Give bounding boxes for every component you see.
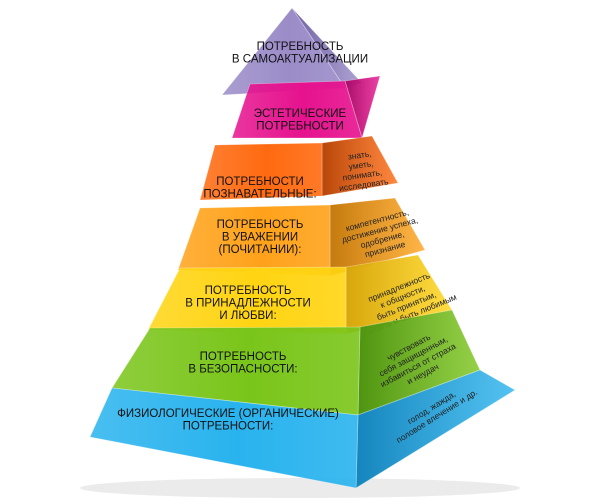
level-title-line: ЭСТЕТИЧЕСКИЕ	[254, 108, 347, 120]
pyramid-level-physiological: ФИЗИОЛОГИЧЕСКИЕ (ОРГАНИЧЕСКИЕ)ПОТРЕБНОСТ…	[89, 369, 516, 489]
level-title-line: В ПРИНАДЛЕЖНОСТИ	[185, 298, 311, 310]
level-title-line: ПОТРЕБНОСТИ:	[183, 421, 274, 433]
level-title-line: В САМОАКТУАЛИЗАЦИИ	[232, 54, 368, 66]
level-title-line: ПОТРЕБНОСТЬ	[217, 219, 304, 231]
level-title-line: ПОТРЕБНОСТЬ	[200, 351, 287, 363]
level-detail-line: знать,	[347, 148, 372, 161]
level-detail-line: уметь,	[348, 158, 374, 171]
level-title-line: (ПОЧИТАНИИ):	[219, 244, 302, 256]
level-title-line: ФИЗИОЛОГИЧЕСКИЕ (ОРГАНИЧЕСКИЕ)	[117, 408, 339, 420]
pyramid-level-cognitive: ПОТРЕБНОСТИПОЗНАВАТЕЛЬНЫЕ:знать,уметь,по…	[199, 135, 399, 201]
level-title-line: ПОТРЕБНОСТИ	[256, 121, 344, 133]
level-title-line: ПОТРЕБНОСТЬ	[257, 41, 344, 53]
pyramid-front-face	[89, 387, 359, 489]
pyramid-shadow	[80, 478, 520, 498]
level-title-line: ПОЗНАВАТЕЛЬНЫЕ:	[203, 189, 316, 201]
level-title-line: И ЛЮБВИ:	[219, 310, 276, 322]
level-title-line: В УВАЖЕНИИ	[222, 232, 298, 244]
level-title-line: ПОТРЕБНОСТИ	[216, 176, 304, 188]
level-title-line: В БЕЗОПАСНОСТИ:	[188, 364, 297, 376]
level-title-line: ПОТРЕБНОСТЬ	[205, 285, 292, 297]
pyramid-front-face	[199, 142, 323, 201]
